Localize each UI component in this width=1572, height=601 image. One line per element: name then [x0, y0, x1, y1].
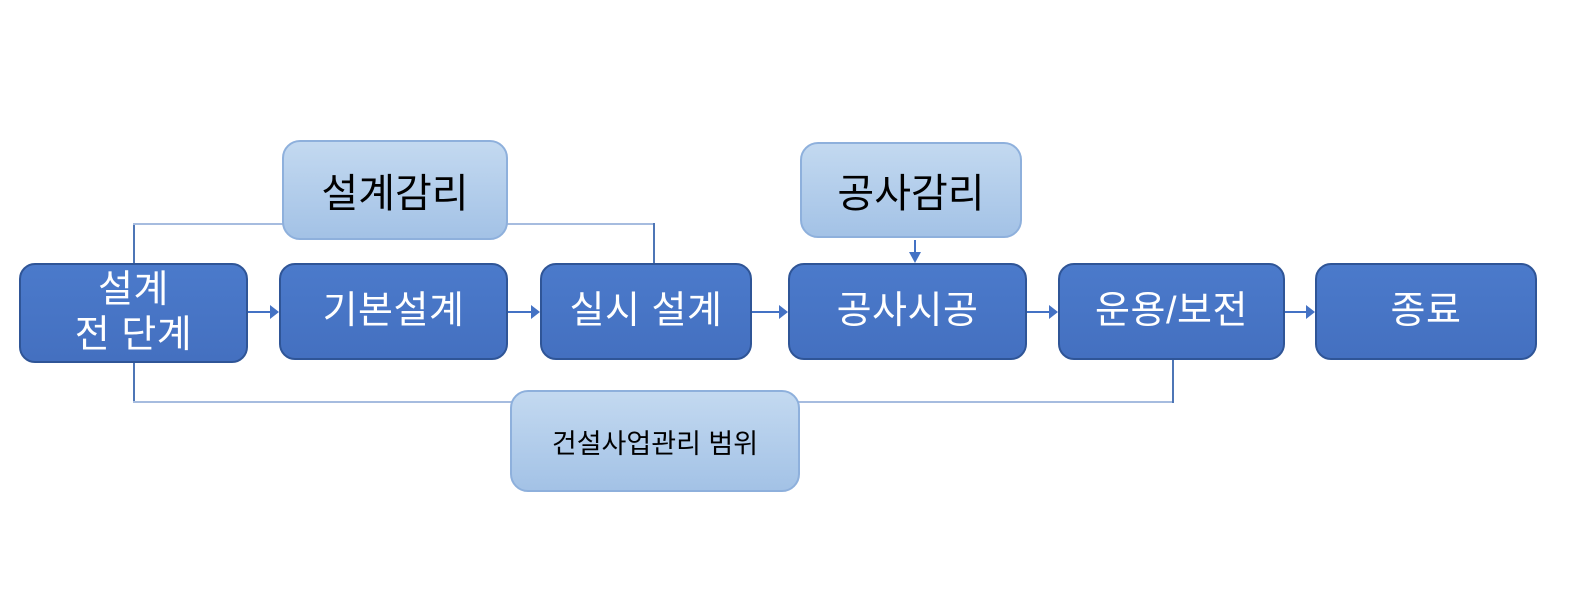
stage-label-operation-maintenance: 운용/보전: [1095, 290, 1248, 333]
connector-cm-scope-left-vertical: [133, 363, 135, 403]
stage-box-end: 종료: [1315, 263, 1537, 360]
stage-label-detail-design: 실시 설계: [569, 290, 723, 333]
down-arrow-head-icon: [909, 252, 921, 263]
flow-arrow-4: [1025, 305, 1058, 319]
flow-arrow-stem: [506, 311, 532, 313]
stage-box-construction: 공사시공: [788, 263, 1027, 360]
supervision-down-arrow: [909, 240, 922, 263]
stage-box-pre-design: 설계 전 단계: [19, 263, 248, 363]
connector-cm-scope-right-vertical: [1172, 360, 1174, 403]
flow-arrow-2: [506, 305, 540, 319]
flow-arrow-head-icon: [531, 305, 540, 319]
stage-box-detail-design: 실시 설계: [540, 263, 752, 360]
stage-label-end: 종료: [1390, 290, 1462, 333]
annotation-design-supervision-label: 설계감리: [321, 172, 469, 216]
flow-arrow-head-icon: [1306, 305, 1315, 319]
annotation-construction-supervision: 공사감리: [800, 142, 1022, 238]
stage-label-construction: 공사시공: [836, 290, 979, 333]
flow-arrow-head-icon: [779, 305, 788, 319]
flow-arrow-stem: [1283, 311, 1307, 313]
flow-arrow-stem: [1025, 311, 1050, 313]
annotation-cm-scope-label: 건설사업관리 범위: [551, 428, 759, 459]
flow-arrow-head-icon: [1049, 305, 1058, 319]
stage-box-operation-maintenance: 운용/보전: [1058, 263, 1285, 360]
flow-arrow-5: [1283, 305, 1315, 319]
flow-arrow-head-icon: [270, 305, 279, 319]
stage-label-pre-design: 설계 전 단계: [74, 269, 193, 356]
stage-box-basic-design: 기본설계: [279, 263, 508, 360]
annotation-cm-scope: 건설사업관리 범위: [510, 390, 800, 492]
annotation-construction-supervision-label: 공사감리: [837, 172, 985, 216]
connector-design-supervision-left-vertical: [133, 223, 135, 263]
flow-arrow-stem: [750, 311, 780, 313]
annotation-design-supervision: 설계감리: [282, 140, 508, 240]
stage-label-basic-design: 기본설계: [322, 290, 465, 333]
down-arrow-stem: [914, 240, 916, 253]
flow-arrow-1: [246, 305, 279, 319]
connector-design-supervision-right-vertical: [653, 223, 655, 263]
flow-arrow-stem: [246, 311, 271, 313]
flow-arrow-3: [750, 305, 788, 319]
